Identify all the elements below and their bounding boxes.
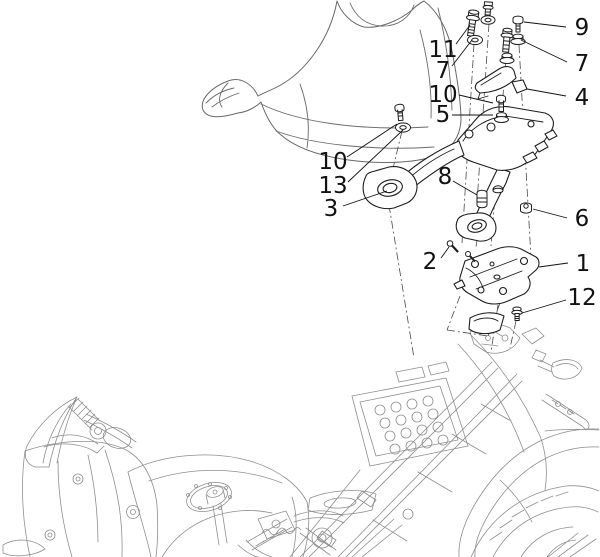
callout-label-1: 1 (576, 251, 591, 277)
battery-tray (351, 361, 469, 467)
leader-12 (521, 299, 567, 314)
fuel-cap (186, 482, 232, 512)
rear-fender-wheel (351, 428, 600, 557)
flange-nut-duplicate (499, 52, 515, 64)
callout-label-11: 11 (428, 37, 457, 63)
cap-nut-near-8 (492, 185, 504, 194)
screw-10-left (394, 103, 405, 122)
leader-10-left (346, 123, 398, 158)
washer-duplicate-hole (484, 17, 492, 23)
callout-labels: 9 7 4 11 7 10 5 10 13 3 8 6 2 1 12 (318, 15, 596, 311)
leader-10-upper (458, 94, 494, 104)
callout-label-2: 2 (423, 249, 438, 275)
callout-label-12: 12 (567, 285, 596, 311)
screw-10-upper (496, 94, 506, 112)
nut-6 (520, 202, 532, 214)
leader-11 (455, 24, 471, 45)
screw-2 (446, 240, 476, 263)
seat-drawing (201, 0, 462, 163)
callout-leader-lines (342, 21, 569, 314)
washer-7-left-hole (471, 37, 479, 43)
bolt-duplicate-2 (500, 27, 514, 53)
bolt-top-duplicate (482, 1, 494, 18)
callout-label-13: 13 (318, 173, 347, 199)
callout-label-4: 4 (575, 85, 590, 111)
callout-label-6: 6 (575, 206, 590, 232)
leader-8 (452, 180, 478, 196)
washer-13-hole (399, 125, 407, 130)
mounting-plate-part-1 (453, 246, 540, 335)
motorcycle-drawing (2, 324, 600, 557)
support-bracket-part-4 (474, 66, 528, 100)
leader-1 (538, 262, 569, 268)
leader-7-right (520, 39, 568, 63)
callout-label-5: 5 (436, 102, 451, 128)
callout-label-3: 3 (324, 196, 339, 222)
leader-9 (523, 21, 567, 28)
leader-6 (532, 208, 568, 219)
leader-2 (440, 246, 450, 259)
screw-9 (512, 15, 524, 33)
mirror-base (102, 427, 132, 449)
flange-nut-5 (494, 112, 509, 123)
leader-3 (342, 190, 388, 207)
tail-section (457, 324, 590, 491)
callout-label-8: 8 (438, 164, 453, 190)
leader-7-left (451, 39, 473, 67)
bolt-12 (511, 306, 523, 321)
callout-label-7-left: 7 (436, 58, 451, 84)
callout-label-9: 9 (575, 15, 590, 41)
callout-label-7-right: 7 (575, 51, 590, 77)
spacer-bolt-8 (476, 189, 488, 209)
leader-4 (526, 88, 567, 97)
callout-label-10-upper: 10 (428, 82, 457, 108)
luggage-rack-part-3 (362, 105, 558, 242)
bolt-11 (466, 9, 480, 37)
leader-13 (347, 129, 404, 183)
callout-label-10-left: 10 (318, 149, 347, 175)
